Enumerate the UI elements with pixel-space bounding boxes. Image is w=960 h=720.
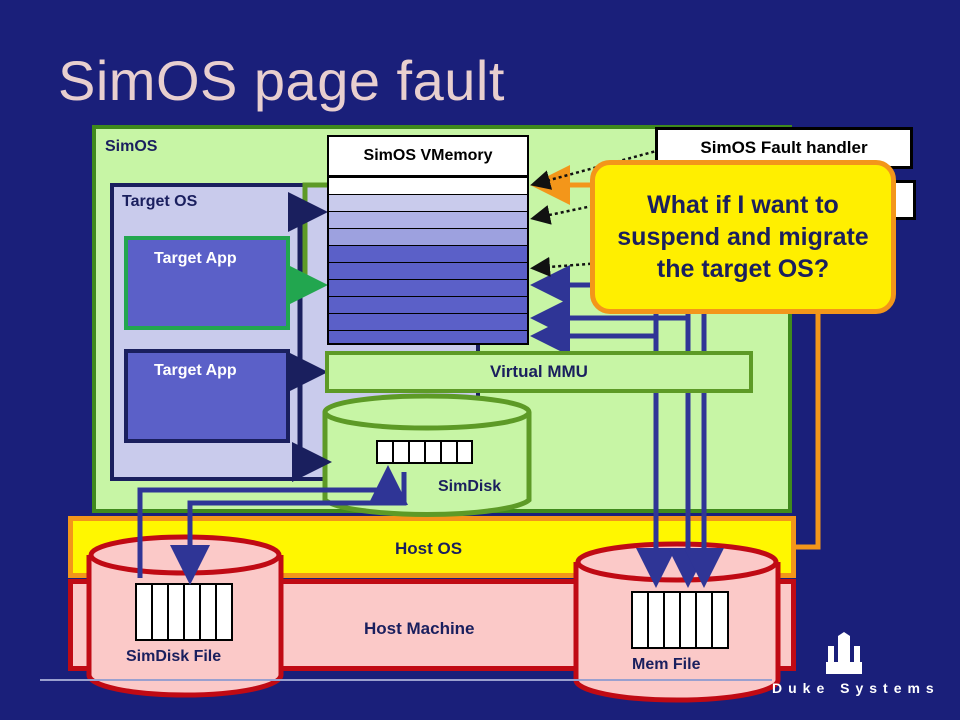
blue-arrow-disk-2 [170,472,407,585]
green-path-os [302,182,327,280]
footer-brand: Duke Systems [772,680,940,696]
target-app-2 [124,349,290,443]
target-app-1-label: Target App [154,250,237,267]
simdisk-blocks [376,440,473,464]
vmemory-page [329,194,527,211]
simdisk-label: SimDisk [438,478,502,495]
vmemory-page [329,279,527,296]
mem-file-label: Mem File [632,656,701,673]
target-app-2-label: Target App [154,362,237,379]
host-machine-label: Host Machine [364,619,475,638]
simdisk-file-label: SimDisk File [126,648,222,665]
vmemory-page [329,313,527,330]
footer-rule [40,679,772,681]
simdisk-file-blocks [135,583,233,641]
vmemory-page [329,228,527,245]
host-os-label: Host OS [395,539,463,558]
blue-arrow-disk-1 [137,465,408,578]
vmemory-page [329,211,527,228]
vmemory-page [329,245,527,262]
mem-file-blocks [631,591,729,649]
simos-label: SimOS [105,138,158,155]
slide-title: SimOS page fault [58,49,505,112]
vmemory-page [329,262,527,279]
target-os-label: Target OS [122,193,198,210]
vmemory-label: SimOS VMemory [329,137,527,177]
duke-chapel-icon [826,632,862,674]
vmemory-page [329,177,527,194]
callout-bubble: What if I want to suspend and migrate th… [590,160,896,314]
vmemory-page [329,330,527,343]
vmemory-page [329,296,527,313]
virtual-mmu: Virtual MMU [325,351,753,393]
